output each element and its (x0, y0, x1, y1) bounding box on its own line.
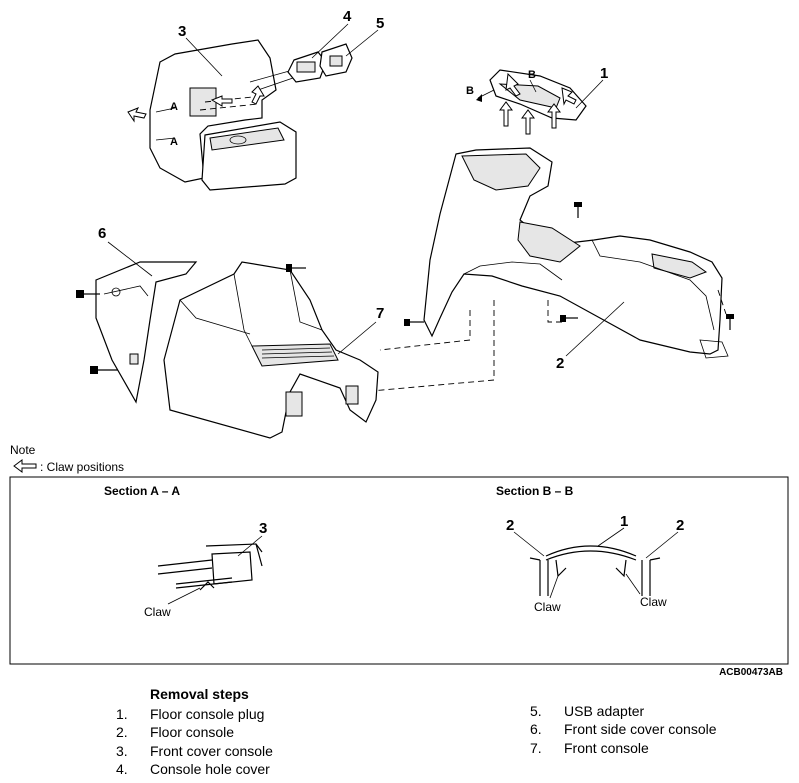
view-letter-b-left: B (466, 85, 474, 97)
screw-icon (726, 314, 734, 330)
removal-step: 1.Floor console plug (116, 706, 265, 722)
section-b-callout-center: 1 (620, 513, 628, 530)
section-b-callout-left: 2 (506, 517, 514, 534)
view-letter-a-lower: A (170, 136, 178, 148)
section-a-callout: 3 (259, 520, 267, 537)
note-title: Note (10, 443, 36, 457)
screw-icon (574, 202, 582, 218)
section-frame (9, 476, 789, 665)
callout-5: 5 (376, 15, 384, 32)
callout-7: 7 (376, 305, 384, 322)
floor-console (423, 147, 729, 359)
section-b-claw-left-label: Claw (534, 600, 561, 614)
section-b-drawing (529, 545, 661, 596)
front-side-cover-console (95, 261, 198, 404)
removal-steps-title: Removal steps (150, 686, 249, 702)
removal-step: 3.Front cover console (116, 743, 273, 759)
section-a-drawing (157, 543, 263, 591)
section-b-title: Section B – B (496, 484, 574, 498)
view-letter-b-right: B (528, 69, 536, 81)
front-cover-console (127, 39, 329, 191)
section-a-claw-label: Claw (144, 605, 171, 619)
figure-code: ACB00473AB (719, 667, 783, 678)
callout-2: 2 (556, 355, 564, 372)
screw-icon (90, 366, 118, 374)
section-a-title: Section A – A (104, 484, 180, 498)
callout-6: 6 (98, 225, 106, 242)
removal-step: 4.Console hole cover (116, 761, 270, 777)
screw-icon (404, 319, 424, 326)
removal-step: 5.USB adapter (530, 703, 645, 719)
removal-step: 7.Front console (530, 740, 649, 756)
claw-legend-text: : Claw positions (40, 460, 125, 474)
screw-icon (560, 315, 578, 322)
callout-1: 1 (600, 65, 608, 82)
callout-3: 3 (178, 23, 186, 40)
callout-4: 4 (343, 8, 352, 25)
screw-icon (76, 290, 100, 298)
floor-console-plug (489, 69, 587, 135)
claw-arrow-icon (13, 459, 37, 473)
view-letter-a-upper: A (170, 101, 178, 113)
section-b-callout-right: 2 (676, 517, 684, 534)
front-console (163, 261, 379, 439)
section-b-claw-right-label: Claw (640, 595, 667, 609)
removal-step: 6.Front side cover console (530, 721, 717, 737)
screw-icon (286, 264, 306, 272)
usb-adapter (319, 43, 353, 77)
removal-step: 2.Floor console (116, 724, 235, 740)
